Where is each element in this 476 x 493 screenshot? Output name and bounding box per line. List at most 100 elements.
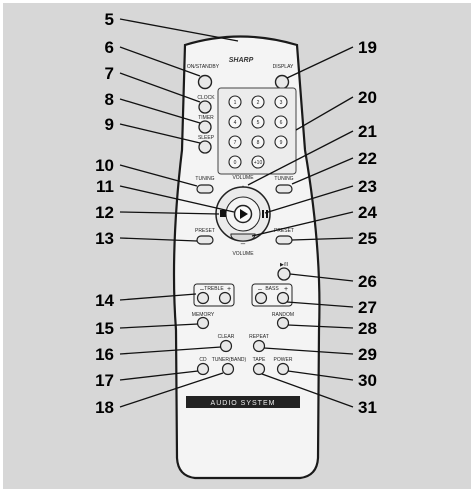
play-pause-button bbox=[277, 267, 291, 281]
clear-button bbox=[219, 339, 233, 353]
keypad-key-2-label: 2 bbox=[257, 100, 260, 106]
tuning-down-button bbox=[196, 184, 214, 194]
clock-label: CLOCK bbox=[197, 95, 215, 101]
keypad-key-5-label: 5 bbox=[257, 120, 260, 126]
repeat-label: REPEAT bbox=[249, 334, 269, 340]
callout-5: 5 bbox=[105, 10, 114, 29]
keypad-key-4-label: 4 bbox=[234, 120, 237, 126]
keypad-key-plus10-label: +10 bbox=[254, 160, 263, 166]
random-label: RANDOM bbox=[272, 312, 294, 318]
leader-lines bbox=[119, 18, 354, 408]
tape-button bbox=[252, 362, 266, 376]
volume-bottom-label: VOLUME bbox=[232, 251, 254, 257]
volume-down-button bbox=[230, 233, 256, 242]
keypad-key-2 bbox=[251, 95, 265, 109]
callout-10: 10 bbox=[95, 156, 114, 175]
callout-23: 23 bbox=[358, 177, 377, 196]
clock-button bbox=[198, 100, 212, 114]
treble-down-button bbox=[196, 291, 210, 305]
callout-11: 11 bbox=[96, 177, 114, 196]
preset-right-label: PRESET bbox=[274, 228, 294, 234]
keypad-key-6-label: 6 bbox=[280, 120, 283, 126]
tuning-left-label: TUNING bbox=[195, 176, 214, 182]
brand-logo: SHARP bbox=[229, 57, 254, 64]
callout-25: 25 bbox=[358, 229, 377, 248]
keypad-key-1 bbox=[228, 95, 242, 109]
display-button bbox=[274, 74, 290, 90]
callout-12: 12 bbox=[95, 203, 114, 222]
timer-button bbox=[198, 120, 212, 134]
callout-15: 15 bbox=[95, 319, 114, 338]
keypad-key-5 bbox=[251, 115, 265, 129]
keypad-key-3 bbox=[274, 95, 288, 109]
keypad-key-9-label: 9 bbox=[280, 140, 283, 146]
callout-7: 7 bbox=[105, 64, 114, 83]
keypad-key-plus10 bbox=[251, 155, 265, 169]
sleep-button bbox=[198, 140, 212, 154]
repeat-button bbox=[252, 339, 266, 353]
callout-8: 8 bbox=[105, 90, 114, 109]
callout-28: 28 bbox=[358, 319, 377, 338]
power-label: POWER bbox=[274, 357, 293, 363]
bass-minus-sign: – bbox=[258, 286, 262, 293]
keypad-panel bbox=[217, 87, 297, 175]
sleep-label: SLEEP bbox=[198, 135, 215, 141]
keypad-key-3-label: 3 bbox=[280, 100, 283, 106]
callout-24: 24 bbox=[358, 203, 377, 222]
callout-29: 29 bbox=[358, 345, 377, 364]
timer-label: TIMER bbox=[198, 115, 214, 121]
preset-left-label: PRESET bbox=[195, 228, 215, 234]
bass-up-button bbox=[276, 291, 290, 305]
cd-label: CD bbox=[199, 357, 207, 363]
callout-19: 19 bbox=[358, 38, 377, 57]
callout-30: 30 bbox=[358, 371, 377, 390]
callout-16: 16 bbox=[95, 345, 114, 364]
treble-up-button bbox=[218, 291, 232, 305]
on-standby-button bbox=[197, 74, 213, 90]
memory-label: MEMORY bbox=[192, 312, 215, 318]
on-standby-label: ON/STANDBY bbox=[187, 64, 220, 70]
treble-plus-sign: + bbox=[227, 286, 231, 293]
cd-button bbox=[196, 362, 210, 376]
pause-icon bbox=[262, 210, 268, 218]
callout-31: 31 bbox=[358, 398, 377, 417]
keypad-key-6 bbox=[274, 115, 288, 129]
tuning-up-button bbox=[275, 184, 293, 194]
keypad-key-7 bbox=[228, 135, 242, 149]
bass-label: BASS bbox=[265, 286, 279, 292]
callout-13: 13 bbox=[95, 229, 114, 248]
volume-top-label: VOLUME bbox=[232, 175, 254, 181]
stop-icon bbox=[220, 210, 226, 217]
keypad-key-4 bbox=[228, 115, 242, 129]
power-button bbox=[276, 362, 290, 376]
treble-minus-sign: – bbox=[200, 286, 204, 293]
bass-plus-sign: + bbox=[284, 286, 288, 293]
keypad-key-1-label: 1 bbox=[234, 100, 237, 106]
bass-down-button bbox=[254, 291, 268, 305]
keypad-key-9 bbox=[274, 135, 288, 149]
tuner-band-label: TUNER(BAND) bbox=[212, 357, 247, 363]
callout-17: 17 bbox=[95, 371, 114, 390]
display-label: DISPLAY bbox=[273, 64, 294, 70]
keypad-key-8-label: 8 bbox=[257, 140, 260, 146]
tuning-right-label: TUNING bbox=[274, 176, 293, 182]
audio-system-label: AUDIO SYSTEM bbox=[211, 400, 276, 407]
play-icon bbox=[240, 209, 248, 219]
callout-6: 6 bbox=[105, 38, 114, 57]
tuner-band-button bbox=[221, 362, 235, 376]
callout-20: 20 bbox=[358, 88, 377, 107]
volume-minus-sign: – bbox=[241, 239, 246, 248]
keypad-key-0-label: 0 bbox=[234, 160, 237, 166]
treble-group bbox=[193, 283, 235, 307]
callout-9: 9 bbox=[105, 115, 114, 134]
callout-27: 27 bbox=[358, 298, 377, 317]
random-button bbox=[276, 316, 290, 330]
preset-up-button bbox=[275, 235, 293, 245]
preset-down-button bbox=[196, 235, 214, 245]
callout-18: 18 bbox=[95, 398, 114, 417]
tape-label: TAPE bbox=[253, 357, 266, 363]
callout-21: 21 bbox=[358, 122, 377, 141]
keypad-key-8 bbox=[251, 135, 265, 149]
audio-system-badge bbox=[186, 396, 300, 408]
